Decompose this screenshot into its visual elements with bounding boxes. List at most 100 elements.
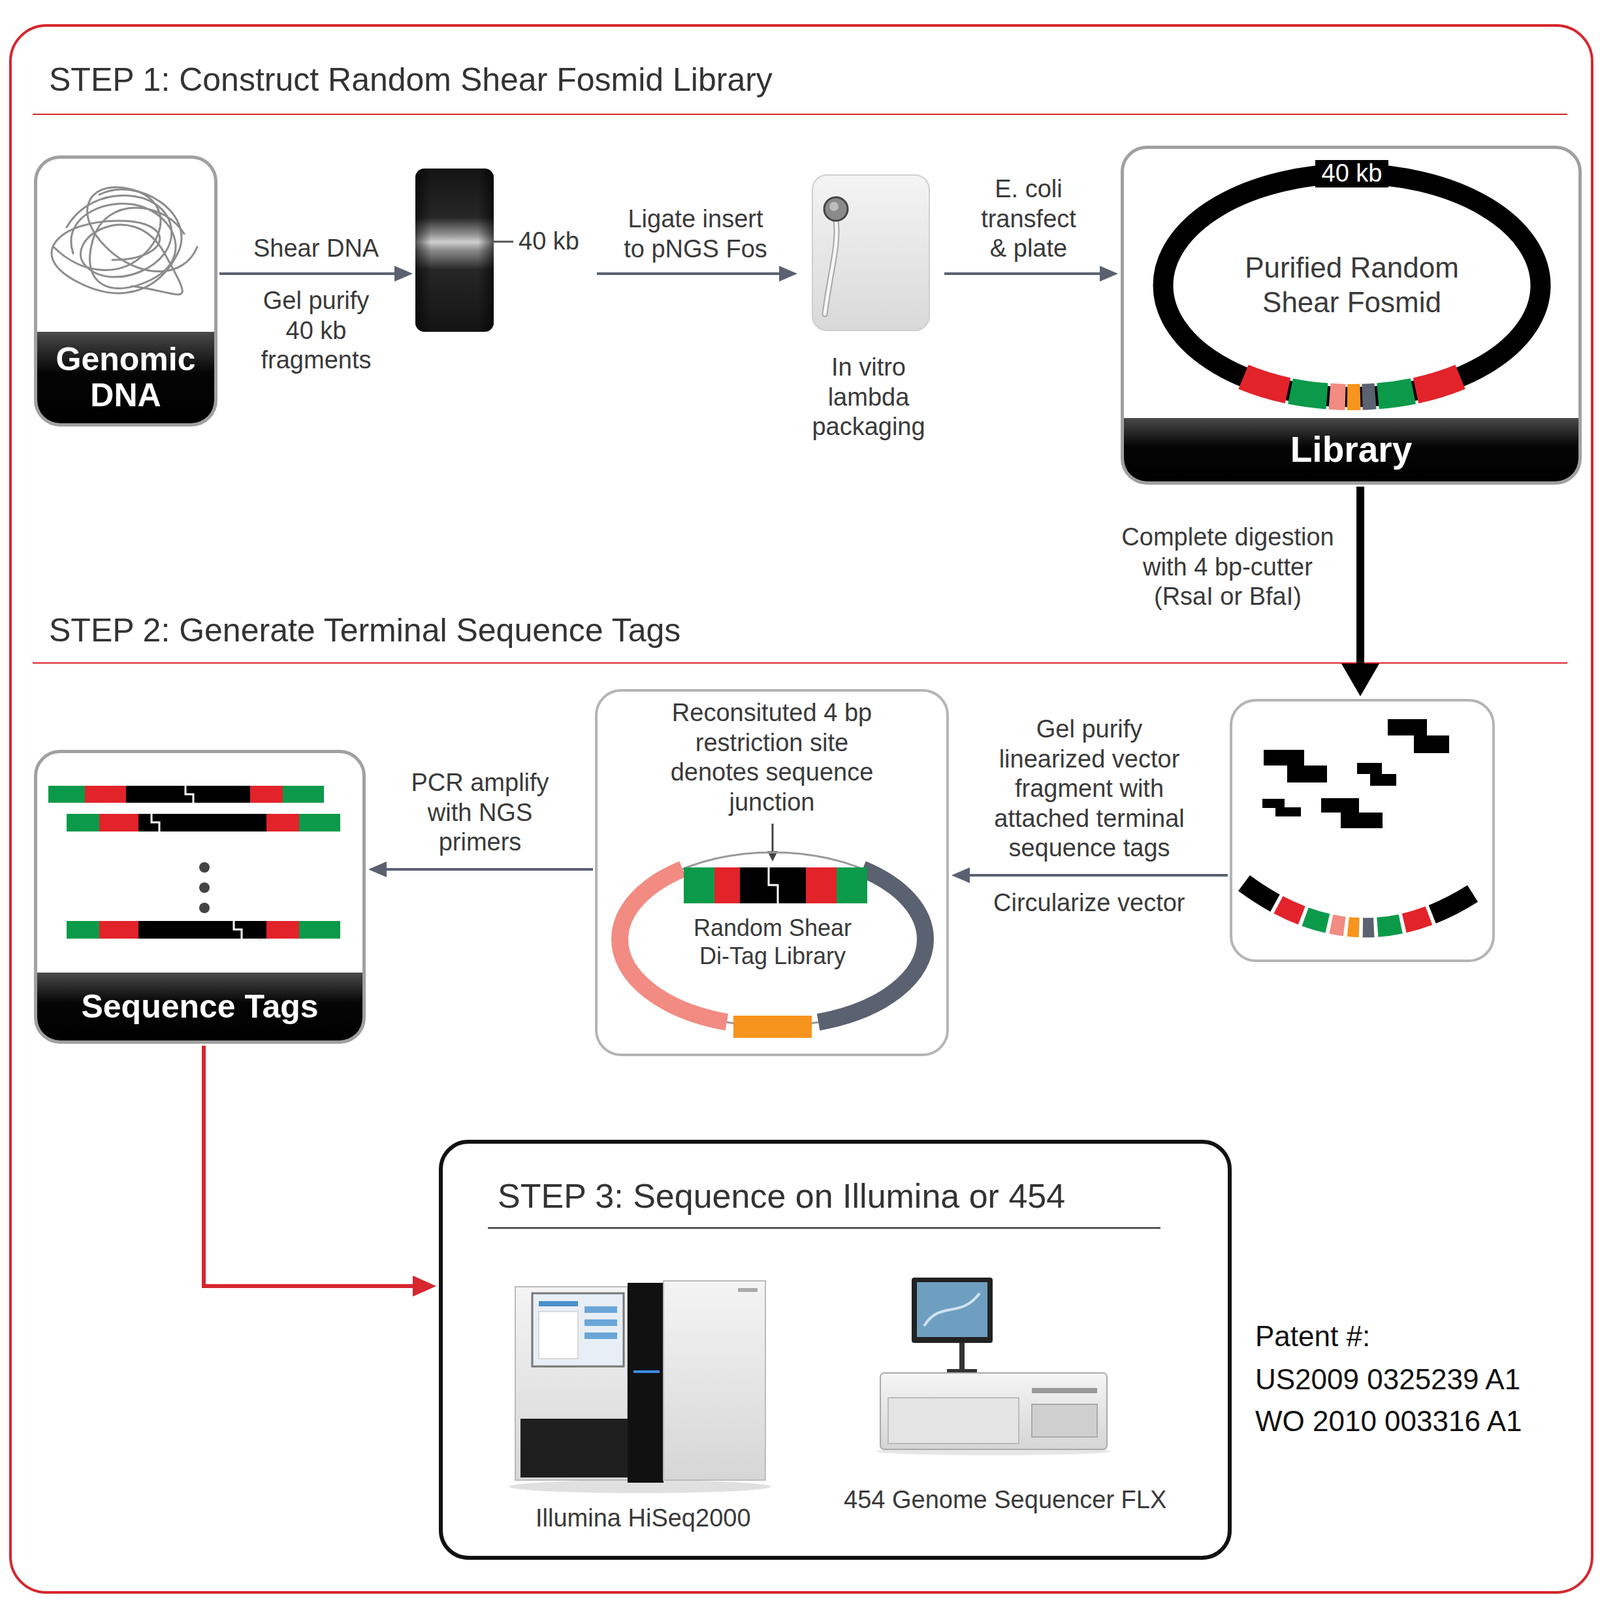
fosmid-ring-part [1163, 173, 1541, 398]
ditag-plasmid-part [805, 867, 837, 904]
patent-note: US2009 0325239 A1 [1255, 1362, 1521, 1397]
digest-fragments-part [1244, 882, 1473, 928]
tag-reads-part [199, 902, 210, 913]
illumina-machine-part [515, 1286, 628, 1480]
digest-fragments-part [1244, 882, 1473, 928]
digest-fragments-part [1244, 882, 1473, 928]
edge-label: PCR amplify with NGS primers [404, 768, 556, 858]
roche-454-machine-part [880, 1372, 1107, 1450]
tag-reads-part [138, 920, 267, 939]
size-label: 40 kb [1315, 160, 1390, 188]
gel-picture-part [415, 168, 494, 332]
edge-label: Ligate insert to pNGS Fos [620, 204, 771, 264]
digest-fragments-part [1321, 798, 1360, 813]
ditag-plasmid-part [768, 867, 778, 904]
edge-label: Gel purify linearized vector fragment wi… [988, 714, 1191, 864]
arrowhead [951, 867, 970, 883]
digest-fragments-part [1275, 807, 1301, 817]
digest-fragments-part [1287, 765, 1328, 783]
genomic-dna-box: Genomic DNA [33, 155, 218, 427]
connector [1341, 486, 1380, 697]
connector [368, 861, 593, 878]
connector-line [1356, 486, 1365, 674]
size-label: 40 kb [518, 226, 580, 257]
tag-reads-part [66, 920, 100, 939]
roche-454-machine-part [916, 1281, 988, 1337]
roche-454-machine-part [924, 1293, 980, 1326]
tag-reads-part [151, 813, 160, 832]
roche-454-machine-part [911, 1277, 993, 1343]
footer-band: Library [1123, 417, 1579, 482]
connector-line [964, 873, 1228, 877]
digest-fragments [1229, 698, 1495, 962]
digest-fragments-part [1244, 882, 1473, 928]
tag-reads-part [282, 785, 324, 803]
illumina-machine-part [532, 1293, 624, 1367]
fosmid-ring-part [1329, 396, 1346, 398]
fosmid-library-box: 40 kb Purified Random Shear FosmidLibrary [1120, 145, 1582, 485]
fosmid-ring-part [1415, 376, 1461, 391]
connector-line [596, 272, 785, 275]
connector [944, 265, 1119, 282]
dna-tangle-part [53, 187, 198, 272]
arrowhead [394, 265, 413, 282]
image-caption: In vitro lambda packaging [800, 352, 938, 443]
fosmid-ring-part [1362, 396, 1376, 398]
ditag-plasmid-part [683, 867, 715, 904]
fosmid-ring-part [1243, 376, 1461, 398]
ditag-plasmid-part [733, 1015, 812, 1038]
phage-picture-part [829, 201, 839, 211]
roche-454-machine-part [888, 1397, 1019, 1444]
digest-fragments-part [1244, 882, 1473, 928]
frame-border-part [32, 662, 1568, 664]
tag-reads-part [299, 813, 341, 832]
phage-picture-part [824, 197, 848, 221]
gel-picture-part [493, 240, 514, 243]
tag-reads-part [266, 920, 300, 939]
plasmid-label: Purified Random Shear Fosmid [1227, 250, 1476, 320]
step-heading: STEP 2: Generate Terminal Sequence Tags [48, 610, 681, 650]
roche-454-machine-part [1031, 1404, 1098, 1437]
roche-454-machine-part [959, 1342, 965, 1373]
connector-line [944, 272, 1105, 275]
dna-tangle-part [51, 187, 198, 295]
gel-image: 40 kb [415, 168, 595, 332]
roche-454-machine-part [1031, 1387, 1098, 1393]
fosmid-ring-part [1243, 376, 1288, 391]
edge-note: Gel purify 40 kb fragments [254, 286, 379, 376]
step-heading: STEP 1: Construct Random Shear Fosmid Li… [48, 60, 773, 100]
connector-line [219, 272, 400, 275]
illumina-machine-part [584, 1306, 618, 1313]
image-caption: 454 Genome Sequencer FLX [843, 1485, 1167, 1516]
edge-label: E. coli transfect & plate [973, 174, 1085, 264]
connector-line [381, 867, 593, 871]
arrowhead [1099, 265, 1119, 282]
tag-reads-part [185, 785, 194, 803]
tag-reads-part [84, 785, 127, 803]
tag-reads-part [199, 882, 210, 893]
phage-picture-part [824, 220, 837, 315]
box-title: Sequence Tags [80, 988, 319, 1025]
ditag-plasmid-part [619, 852, 926, 1026]
step-heading: STEP 3: Sequence on Illumina or 454 [497, 1175, 1066, 1216]
illumina-machine-part [584, 1319, 618, 1326]
tag-reads-part [66, 813, 100, 832]
tag-reads-part [138, 813, 267, 832]
fosmid-ring-part [1290, 391, 1328, 397]
digest-fragments-part [1244, 882, 1473, 928]
digest-fragments-part [1244, 882, 1473, 928]
edge-label: Shear DNA [253, 233, 379, 264]
connector [219, 265, 413, 282]
patent-note: Patent #: [1255, 1319, 1371, 1354]
image-caption: Illumina HiSeq2000 [535, 1503, 752, 1534]
frame-border-part [10, 25, 1593, 1593]
phage-picture-part [812, 175, 930, 331]
sequencer-image: Illumina HiSeq2000 [502, 1273, 784, 1548]
ditag-plasmid-part [714, 867, 740, 904]
tag-reads-part [250, 785, 283, 803]
box-title: Library [1290, 429, 1412, 470]
sequencer-image: 454 Genome Sequencer FLX [835, 1273, 1176, 1529]
tag-reads-part [266, 813, 300, 832]
digest-box [1229, 698, 1495, 962]
sequencing-step-box: STEP 3: Sequence on Illumina or 454 Illu… [438, 1139, 1232, 1560]
